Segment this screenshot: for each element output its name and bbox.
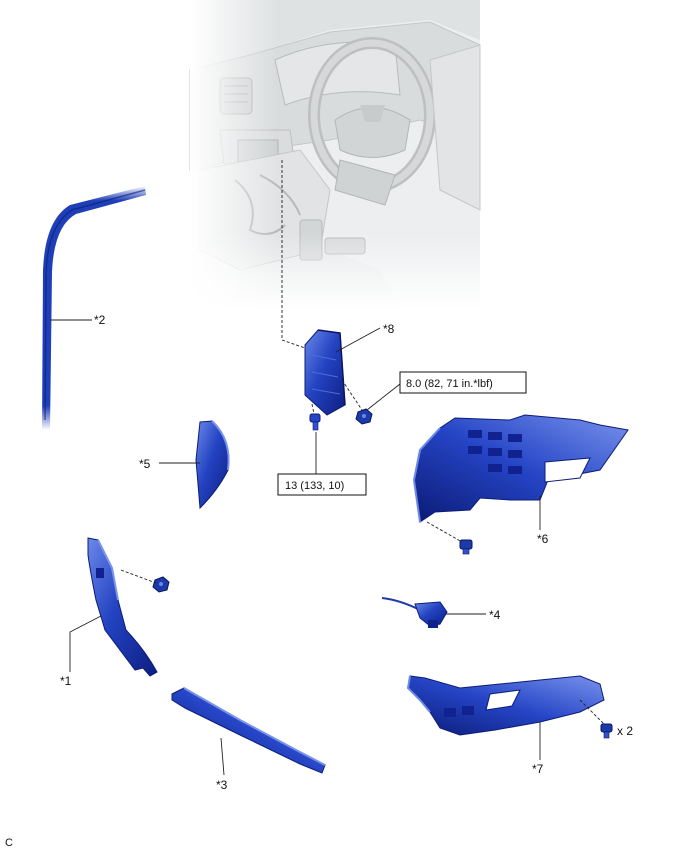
- label-part-4: *4: [489, 608, 501, 622]
- bolt-icon: [309, 413, 321, 431]
- torque-spec-lower-text: 13 (133, 10): [285, 480, 344, 492]
- clip-icon: [152, 576, 170, 593]
- part-4-connector-assembly: [381, 597, 448, 628]
- label-part-2: *2: [94, 313, 106, 327]
- label-part-7: *7: [532, 762, 544, 776]
- torque-spec-upper-text: 8.0 (82, 71 in.*lbf): [406, 378, 493, 390]
- part-8-control-unit: [304, 329, 346, 416]
- torque-spec-lower: 13 (133, 10): [277, 473, 367, 496]
- part-6-lower-instrument-panel: [412, 414, 629, 523]
- label-part-1: *1: [60, 674, 72, 688]
- bolt-icon: [600, 723, 613, 739]
- nut-icon: [355, 408, 373, 425]
- part-5-cowl-side-trim: [195, 420, 230, 510]
- label-part-5: *5: [139, 457, 151, 471]
- label-part-3: *3: [216, 778, 228, 792]
- bolt-icon: [459, 539, 473, 555]
- leader-lines: [50, 160, 605, 776]
- label-part-6: *6: [537, 532, 549, 546]
- vehicle-interior-illustration: [189, 0, 481, 310]
- part-3-scuff-plate: [171, 687, 326, 774]
- torque-spec-upper: 8.0 (82, 71 in.*lbf): [399, 371, 527, 394]
- fastener-quantity: x 2: [617, 724, 633, 738]
- illustration-code: C: [5, 837, 13, 849]
- label-part-8: *8: [383, 322, 395, 336]
- part-2-front-pillar-garnish: [42, 186, 146, 430]
- part-1-lower-pillar-trim: [87, 537, 158, 677]
- part-7-lower-panel-sub-assembly: [406, 675, 605, 736]
